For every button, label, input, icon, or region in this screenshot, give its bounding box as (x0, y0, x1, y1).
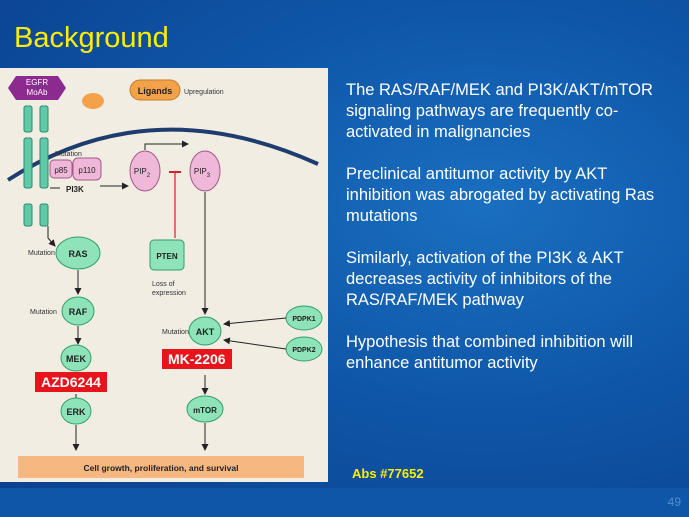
azd6244-label: AZD6244 (35, 372, 107, 392)
pip3-label: PIP (194, 167, 207, 176)
pi3k-mutation-label: Mutation (55, 151, 82, 158)
mk2206-label: MK-2206 (162, 349, 232, 369)
ras-label: RAS (68, 249, 87, 259)
pi3k-label: PI3K (66, 185, 84, 194)
pip2-to-pip3-arrow (144, 140, 189, 150)
bullet-list: The RAS/RAF/MEK and PI3K/AKT/mTOR signal… (346, 80, 676, 395)
expression-label: expression (152, 290, 186, 297)
ras-node (55, 236, 101, 270)
receptor-left-stem (23, 137, 33, 189)
mek-node (60, 344, 92, 372)
mtor-node (186, 395, 224, 423)
bullet-item: Preclinical antitumor activity by AKT in… (346, 165, 655, 225)
pip2-label: PIP (134, 167, 147, 176)
pdpk1-to-akt-arrow (223, 317, 287, 327)
footer-bar (0, 488, 689, 517)
egfr-hexagon (8, 76, 66, 100)
ligand-blob (82, 93, 104, 109)
ligands-label: Ligands (138, 86, 173, 96)
mek-label: MEK (66, 354, 87, 364)
erk-label: ERK (66, 407, 86, 417)
pdpk2-to-akt-arrow (223, 337, 287, 350)
pip2-node (129, 150, 161, 192)
pip3-node (189, 150, 221, 192)
receptor-left-upper (23, 105, 33, 133)
raf-mutation-label: Mutation (30, 309, 57, 316)
akt-node (188, 316, 222, 346)
ligands-node (129, 79, 181, 101)
receptor-to-ras-arrow (47, 226, 56, 247)
ras-mutation-label: Mutation (28, 250, 55, 257)
abstract-reference: Abs #77652 (352, 466, 424, 481)
slide-title: Background (14, 22, 169, 54)
p85-label: p85 (54, 166, 68, 175)
akt-mutation-label: Mutation (162, 329, 189, 336)
erk-node (60, 397, 92, 425)
pten-node (149, 239, 185, 271)
p110-label: p110 (78, 166, 96, 175)
bullet-item: The RAS/RAF/MEK and PI3K/AKT/mTOR signal… (346, 81, 653, 141)
egfr-label: EGFR (26, 78, 48, 87)
pdpk2-label: PDPK2 (292, 347, 315, 354)
raf-node (61, 296, 95, 326)
bullet-item: Hypothesis that combined inhibition will… (346, 333, 634, 372)
receptor-left-lower (23, 203, 33, 227)
upregulation-label: Upregulation (184, 89, 224, 96)
receptor-right-upper (39, 105, 49, 133)
pathway-diagram: EGFR MoAb Ligands Upregulation Mutation … (0, 68, 328, 482)
mtor-label: mTOR (193, 406, 217, 415)
svg-text:PIP3: PIP3 (194, 167, 211, 179)
pip3-subscript: 3 (207, 173, 211, 179)
pdpk1-label: PDPK1 (292, 316, 315, 323)
svg-text:PIP2: PIP2 (134, 167, 151, 179)
outcome-bar (18, 456, 304, 478)
pten-label: PTEN (156, 252, 178, 261)
pip2-subscript: 2 (147, 173, 151, 179)
outcome-label: Cell growth, proliferation, and survival (84, 463, 239, 473)
pathway-svg: EGFR MoAb Ligands Upregulation Mutation … (6, 76, 323, 478)
akt-label: AKT (196, 327, 215, 337)
receptor-right-stem (39, 137, 49, 189)
bullet-item: Similarly, activation of the PI3K & AKT … (346, 249, 624, 309)
moab-label: MoAb (27, 88, 48, 97)
raf-label: RAF (69, 307, 88, 317)
page-number: 49 (667, 495, 681, 509)
p110-node (72, 157, 102, 181)
loss-of-label: Loss of (152, 281, 175, 288)
receptor-right-lower (39, 203, 49, 227)
p85-node (49, 159, 73, 179)
